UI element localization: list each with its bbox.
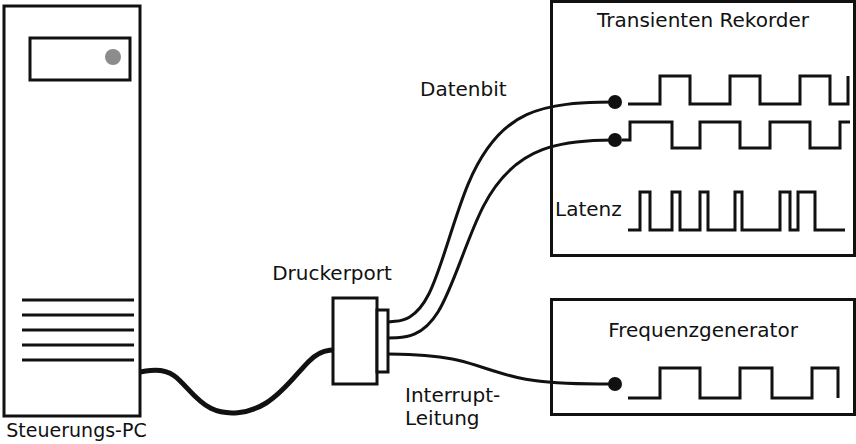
signal-trace [622, 122, 850, 148]
cable [388, 354, 615, 384]
vent-lines [22, 300, 134, 360]
wire-label: Interrupt- Leitung [403, 384, 507, 430]
port-plug [377, 310, 388, 372]
power-led [105, 49, 121, 65]
signal-name: Latenz [553, 198, 624, 221]
node-title: Druckerport [272, 262, 392, 285]
pc-tower [4, 6, 140, 416]
device-box: Frequenzgenerator [550, 298, 856, 416]
drive-bay [30, 38, 130, 80]
port-node: Druckerport [262, 262, 402, 386]
signal-trace [628, 192, 845, 230]
node-title: Transienten Rekorder [597, 9, 809, 32]
signal-trace [628, 368, 838, 398]
port-housing [333, 298, 377, 384]
node-title: Frequenzgenerator [608, 319, 798, 342]
computer-node: Steuerungs-PC [0, 6, 153, 444]
node-title: Steuerungs-PC [6, 420, 146, 442]
cable [388, 140, 615, 338]
cable [140, 350, 333, 413]
signal-trace [628, 76, 848, 104]
wire-label: Datenbit [418, 78, 509, 101]
